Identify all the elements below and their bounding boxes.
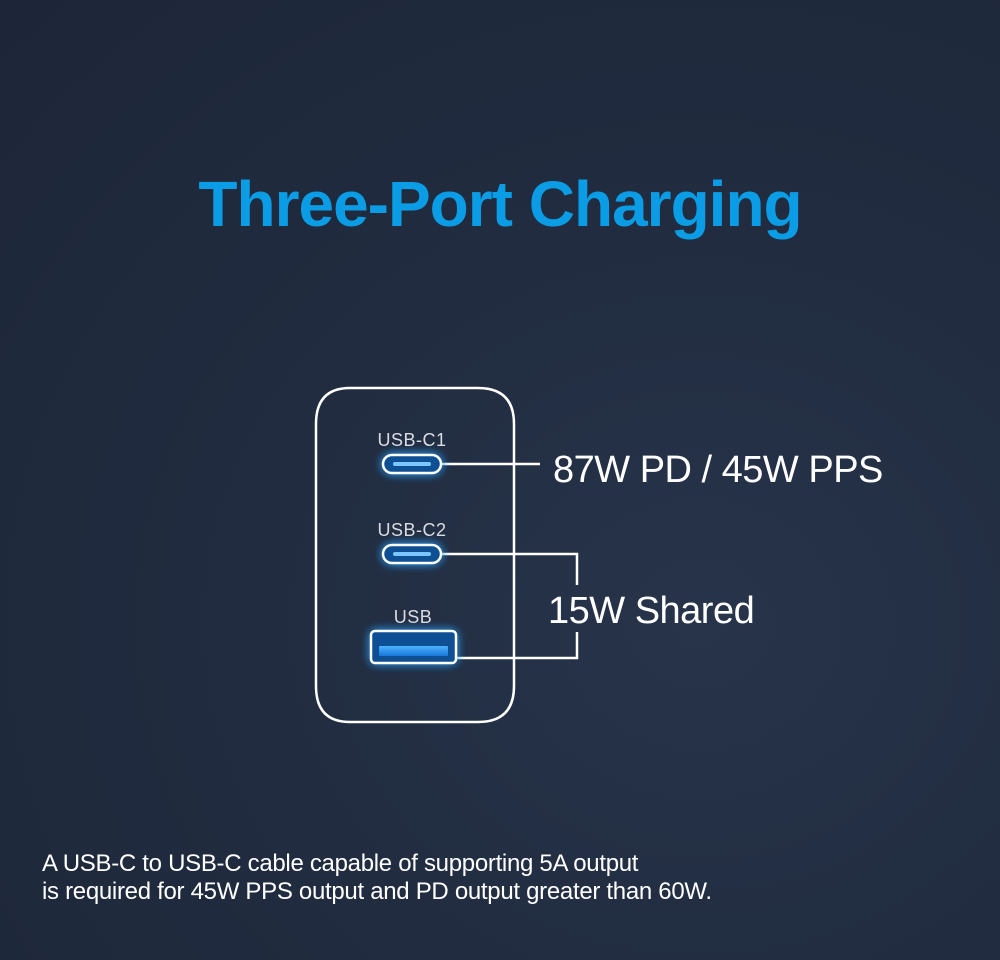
usb-c1-port-icon [381, 453, 443, 475]
usb-c1-label: USB-C1 [377, 430, 447, 450]
footnote: A USB-C to USB-C cable capable of suppor… [42, 850, 712, 906]
footnote-line-1: A USB-C to USB-C cable capable of suppor… [42, 850, 639, 877]
usb-c2-port-icon [381, 543, 443, 565]
shared-output-label: 15W Shared [548, 590, 755, 632]
footnote-line-2: is required for 45W PPS output and PD ou… [42, 878, 712, 905]
usb-c1-output-label: 87W PD / 45W PPS [553, 449, 883, 491]
usb-a-port-icon [369, 629, 458, 665]
usb-a-connector-line [456, 632, 579, 660]
usb-c2-label: USB-C2 [377, 520, 447, 540]
page-title: Three-Port Charging [198, 168, 802, 240]
usb-c2-connector-line [441, 552, 579, 585]
charger-body-outline [314, 386, 516, 724]
usb-a-label: USB [393, 607, 433, 627]
